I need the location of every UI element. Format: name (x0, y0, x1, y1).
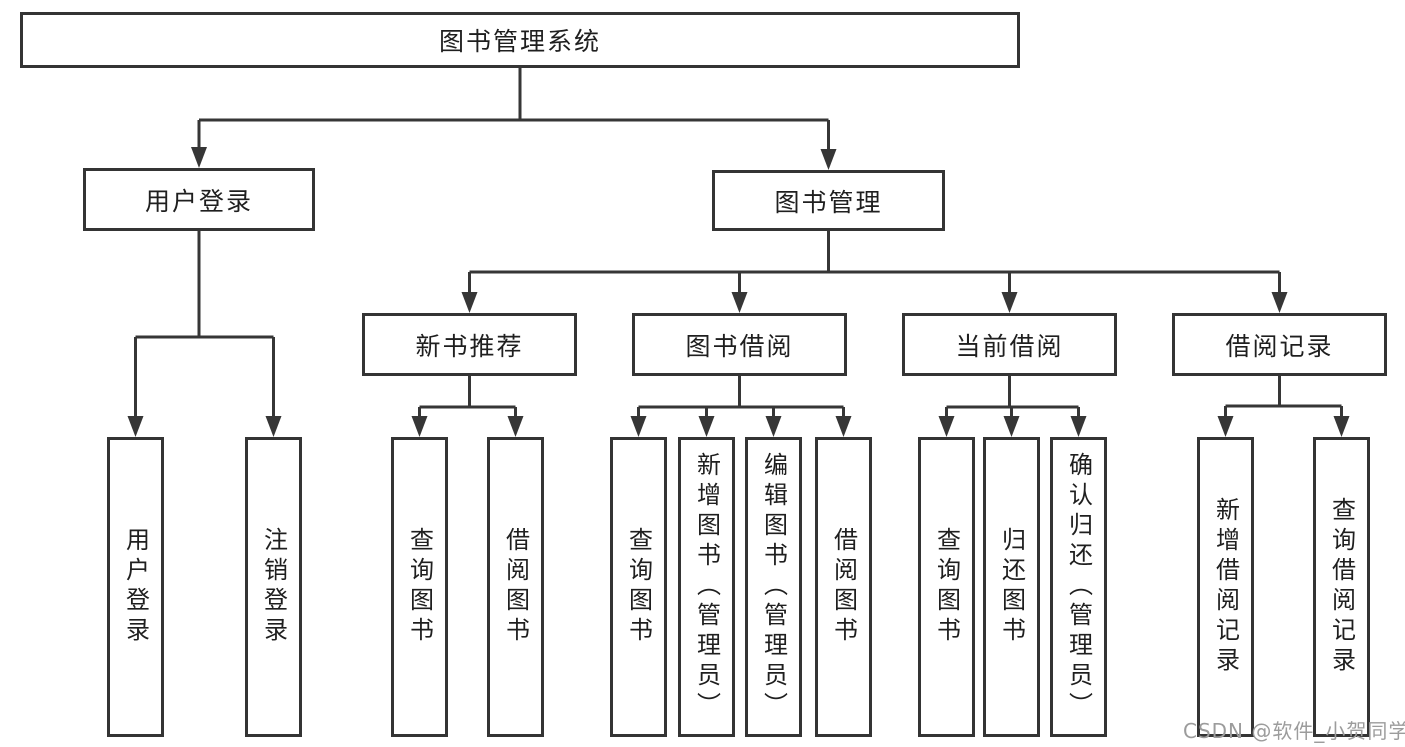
leaf-logout: 注销登录 (245, 437, 302, 737)
leaf-label: 新增图书（管理员） (692, 452, 721, 722)
leaf-label: 编辑图书（管理员） (759, 452, 788, 722)
leaf-borrow-book: 借阅图书 (815, 437, 872, 737)
leaf-add-book-admin: 新增图书（管理员） (678, 437, 735, 737)
node-new-book-recommend: 新书推荐 (362, 313, 577, 376)
node-book-management: 图书管理 (712, 170, 945, 231)
leaf-query-books-recommend: 查询图书 (391, 437, 448, 737)
node-label: 新书推荐 (415, 331, 524, 361)
leaf-query-books-borrow: 查询图书 (610, 437, 667, 737)
leaf-query-books-current: 查询图书 (918, 437, 975, 737)
watermark-text: CSDN @软件_小贺同学 (1183, 719, 1405, 743)
node-label: 用户登录 (144, 186, 253, 216)
leaf-add-borrow-record: 新增借阅记录 (1197, 437, 1254, 737)
leaf-borrow-book-recommend: 借阅图书 (487, 437, 544, 737)
node-label: 图书借阅 (685, 331, 794, 361)
leaf-edit-book-admin: 编辑图书（管理员） (745, 437, 802, 737)
leaf-label: 归还图书 (997, 527, 1026, 647)
leaf-confirm-return-admin: 确认归还（管理员） (1050, 437, 1107, 737)
leaf-user-login: 用户登录 (107, 437, 164, 737)
leaf-return-book: 归还图书 (983, 437, 1040, 737)
node-user-login: 用户登录 (83, 168, 315, 231)
node-label: 借阅记录 (1225, 331, 1334, 361)
leaf-label: 用户登录 (121, 527, 150, 647)
leaf-label: 新增借阅记录 (1211, 497, 1240, 677)
node-label: 当前借阅 (955, 331, 1064, 361)
leaf-label: 确认归还（管理员） (1064, 452, 1093, 722)
node-book-borrow: 图书借阅 (632, 313, 847, 376)
leaf-label: 查询图书 (624, 527, 653, 647)
node-label: 图书管理系统 (438, 27, 601, 56)
leaf-label: 借阅图书 (501, 527, 530, 647)
node-current-borrow: 当前借阅 (902, 313, 1117, 376)
leaf-label: 借阅图书 (829, 527, 858, 647)
leaf-label: 注销登录 (259, 527, 288, 647)
leaf-label: 查询借阅记录 (1327, 497, 1356, 677)
leaf-query-borrow-record: 查询借阅记录 (1313, 437, 1370, 737)
leaf-label: 查询图书 (932, 527, 961, 647)
leaf-label: 查询图书 (405, 527, 434, 647)
node-borrow-record: 借阅记录 (1172, 313, 1387, 376)
node-label: 图书管理 (774, 187, 883, 217)
node-library-system: 图书管理系统 (20, 12, 1020, 68)
